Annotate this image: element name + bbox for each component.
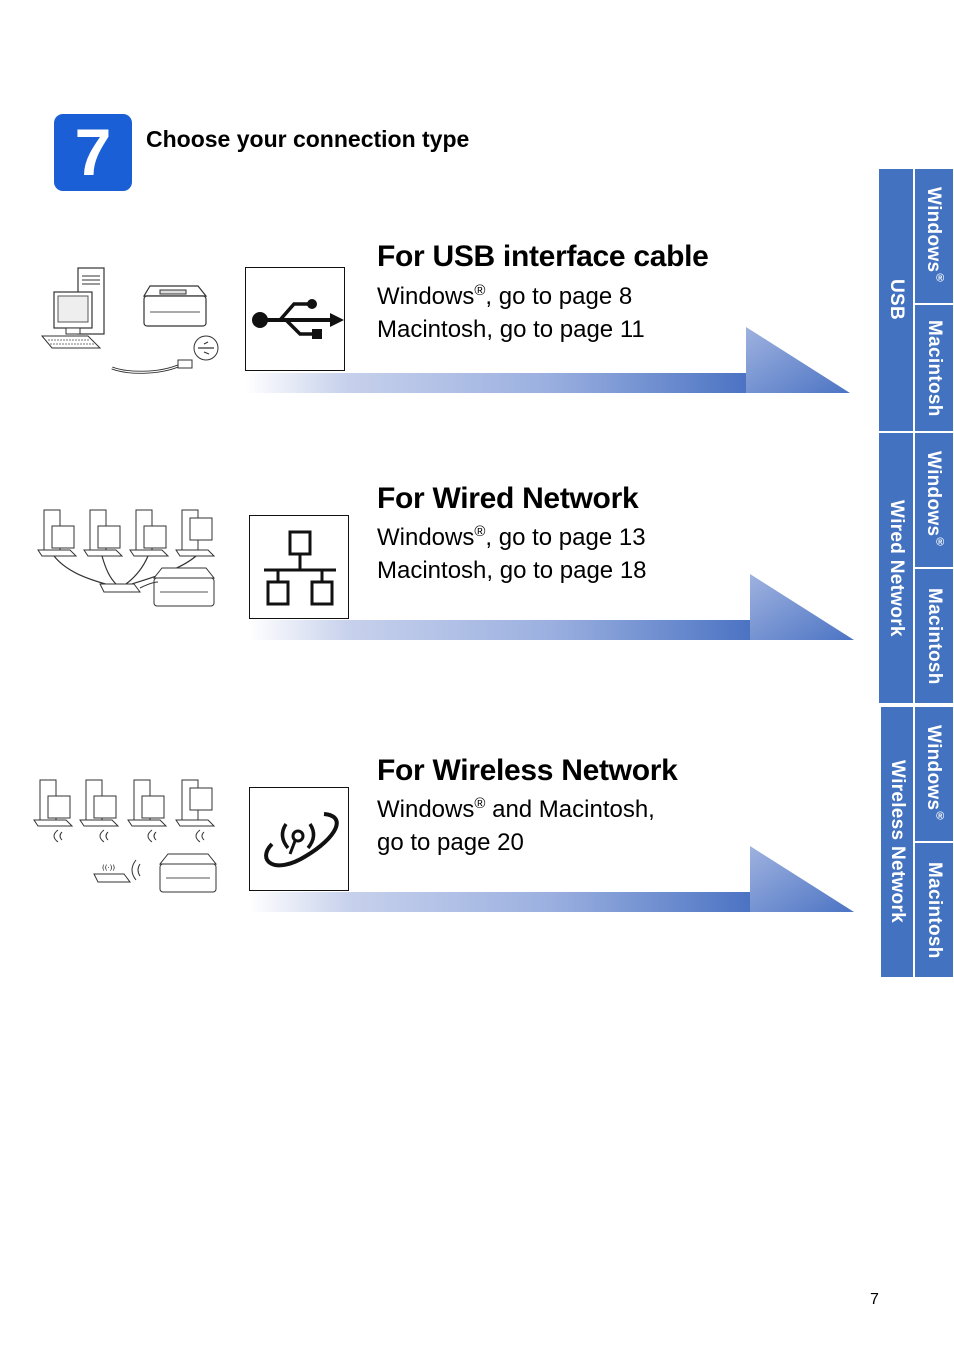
side-tab-macintosh-label: Macintosh [924, 861, 945, 959]
wired-arrow-head [750, 574, 854, 640]
step-title: Choose your connection type [146, 126, 470, 152]
usb-arrow-band [245, 373, 747, 393]
section-windows-line: Windows® and Macintosh, [377, 795, 655, 823]
usb-section: For USB interface cable Windows®, go to … [0, 240, 880, 432]
usb-icon [245, 267, 345, 371]
wireless-network-illustration: ((·)) [33, 779, 218, 893]
side-tab-usb-label: USB [886, 279, 907, 321]
side-tab-wired-macintosh: Macintosh [914, 568, 954, 704]
side-tab-wireless: Wireless Network [880, 706, 914, 978]
section-mac-line: Macintosh, go to page 11 [377, 316, 645, 343]
wired-network-illustration [37, 509, 216, 607]
side-tab-usb-macintosh: Macintosh [914, 304, 954, 432]
section-heading: For USB interface cable [377, 240, 709, 273]
section-windows-line: Windows®, go to page 8 [377, 282, 633, 310]
page-number: 7 [870, 1291, 879, 1308]
wireless-network-icon [249, 787, 349, 891]
side-tab-wired-windows: Windows® [914, 432, 954, 568]
side-tab-wired: Wired Network [878, 432, 914, 704]
section-heading: For Wired Network [377, 482, 639, 515]
side-tab-wireless-windows: Windows® [914, 706, 954, 842]
section-heading: For Wireless Network [377, 754, 678, 787]
computer-printer-usb-illustration [40, 267, 219, 374]
side-tab-macintosh-label: Macintosh [924, 587, 945, 685]
side-tab-usb-windows: Windows® [914, 168, 954, 304]
side-tab-macintosh-label: Macintosh [924, 319, 945, 417]
side-tab-wireless-label: Wireless Network [887, 760, 908, 924]
wired-section: For Wired Network Windows®, go to page 1… [0, 482, 880, 670]
side-tab-windows-label: Windows® [922, 725, 947, 823]
section-mac-line: Macintosh, go to page 18 [377, 557, 647, 584]
wireless-arrow-band [249, 892, 751, 912]
side-tab-wireless-macintosh: Macintosh [914, 842, 954, 978]
section-mac-line: go to page 20 [377, 829, 524, 856]
svg-text:((·)): ((·)) [102, 864, 115, 872]
side-tab-windows-label: Windows® [922, 187, 947, 285]
usb-arrow-head [746, 327, 850, 393]
side-tab-usb: USB [878, 168, 914, 432]
wired-network-icon [249, 515, 349, 619]
side-tab-wired-label: Wired Network [886, 499, 907, 637]
wired-arrow-band [249, 620, 751, 640]
wireless-arrow-head [750, 846, 854, 912]
step-number-badge: 7 [54, 114, 132, 191]
section-windows-line: Windows®, go to page 13 [377, 523, 646, 551]
side-tab-windows-label: Windows® [922, 451, 947, 549]
wireless-section: ((·)) For Wireless Network Windows® and … [0, 754, 880, 942]
